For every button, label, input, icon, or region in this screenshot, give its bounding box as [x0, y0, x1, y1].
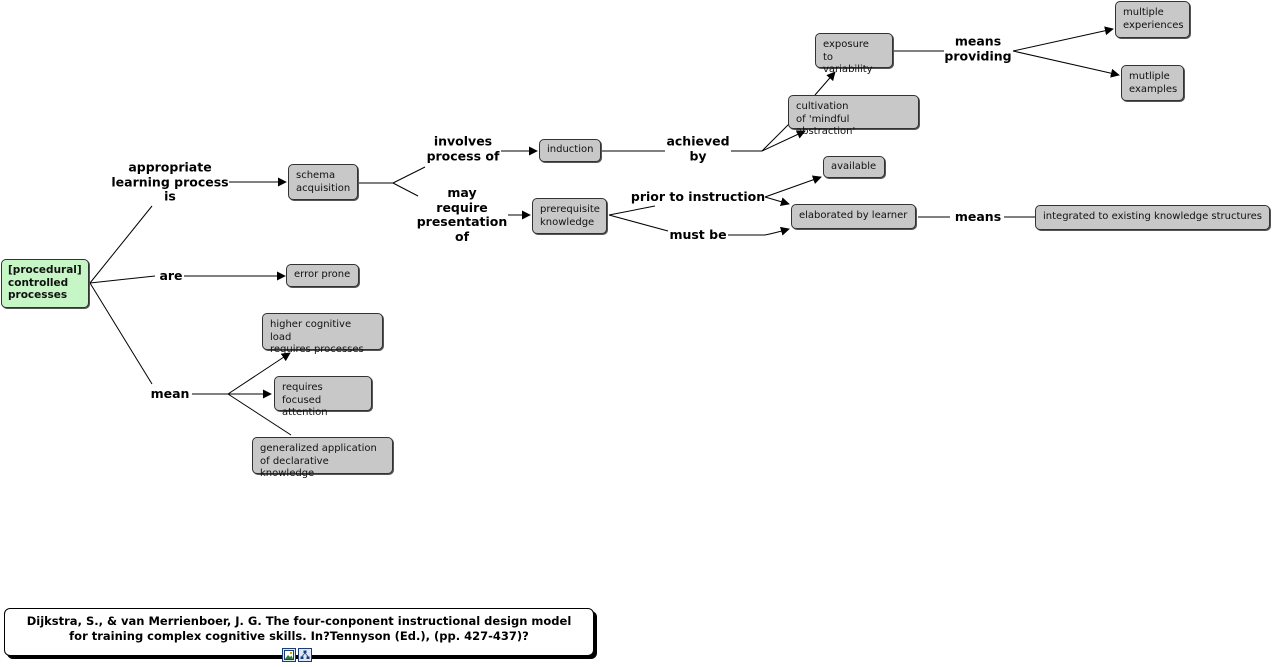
higher-cognitive-load-node[interactable]: higher cognitive load requires processes	[262, 313, 383, 355]
link-label-means-providing: means providing	[944, 33, 1012, 63]
connector	[89, 205, 153, 284]
generalized-application-node[interactable]: generalized application of declarative k…	[252, 437, 393, 479]
connector	[227, 352, 291, 395]
link-label-appropriate: appropriate learning process is	[111, 159, 229, 204]
integrated-knowledge-node[interactable]: integrated to existing knowledge structu…	[1035, 205, 1270, 230]
multiple-experiences-node[interactable]: multiple experiences	[1115, 1, 1190, 38]
connector	[89, 282, 153, 385]
image-icon[interactable]	[282, 648, 296, 662]
link-label-may-require: may require presentation of	[416, 185, 508, 244]
connector	[814, 71, 836, 96]
prerequisite-knowledge-node[interactable]: prerequisite knowledge	[532, 198, 607, 234]
root-concept-node[interactable]: [procedural] controlled processes	[1, 259, 89, 308]
connector	[608, 214, 669, 232]
connector	[227, 393, 292, 436]
exposure-node[interactable]: exposure to variability	[815, 33, 893, 75]
connector	[764, 196, 790, 207]
connector	[608, 205, 656, 216]
error-prone-node[interactable]: error prone	[286, 264, 359, 287]
connector	[764, 175, 822, 198]
cultivation-node[interactable]: cultivation of 'mindful abstraction'	[788, 95, 919, 137]
connector	[1012, 50, 1120, 78]
connector	[89, 275, 156, 284]
connector	[392, 182, 419, 197]
link-label-must-be: must be	[669, 226, 727, 242]
elaborated-by-learner-node[interactable]: elaborated by learner	[791, 204, 916, 229]
schema-acquisition-node[interactable]: schema acquisition	[288, 164, 358, 200]
available-node[interactable]: available	[823, 156, 885, 178]
connector	[761, 130, 806, 152]
connector	[761, 122, 791, 152]
multiple-examples-node[interactable]: mutliple examples	[1121, 65, 1184, 101]
concept-map-icon[interactable]	[298, 648, 312, 662]
link-label-means: means	[954, 208, 1002, 224]
link-label-achieved-by: achieved by	[666, 133, 730, 163]
link-label-involves: involves process of	[426, 133, 500, 163]
induction-node[interactable]: induction	[539, 139, 601, 162]
link-label-mean: mean	[150, 385, 190, 401]
connector	[728, 226, 790, 236]
connector	[392, 166, 426, 184]
reference-box[interactable]: Dijkstra, S., & van Merrienboer, J. G. T…	[4, 608, 594, 656]
link-label-prior-to-instruction: prior to instruction	[630, 188, 766, 204]
reference-icons	[282, 648, 312, 662]
focused-attention-node[interactable]: requires focused attention	[274, 376, 372, 418]
link-label-are: are	[159, 267, 183, 283]
connector	[1012, 26, 1114, 52]
